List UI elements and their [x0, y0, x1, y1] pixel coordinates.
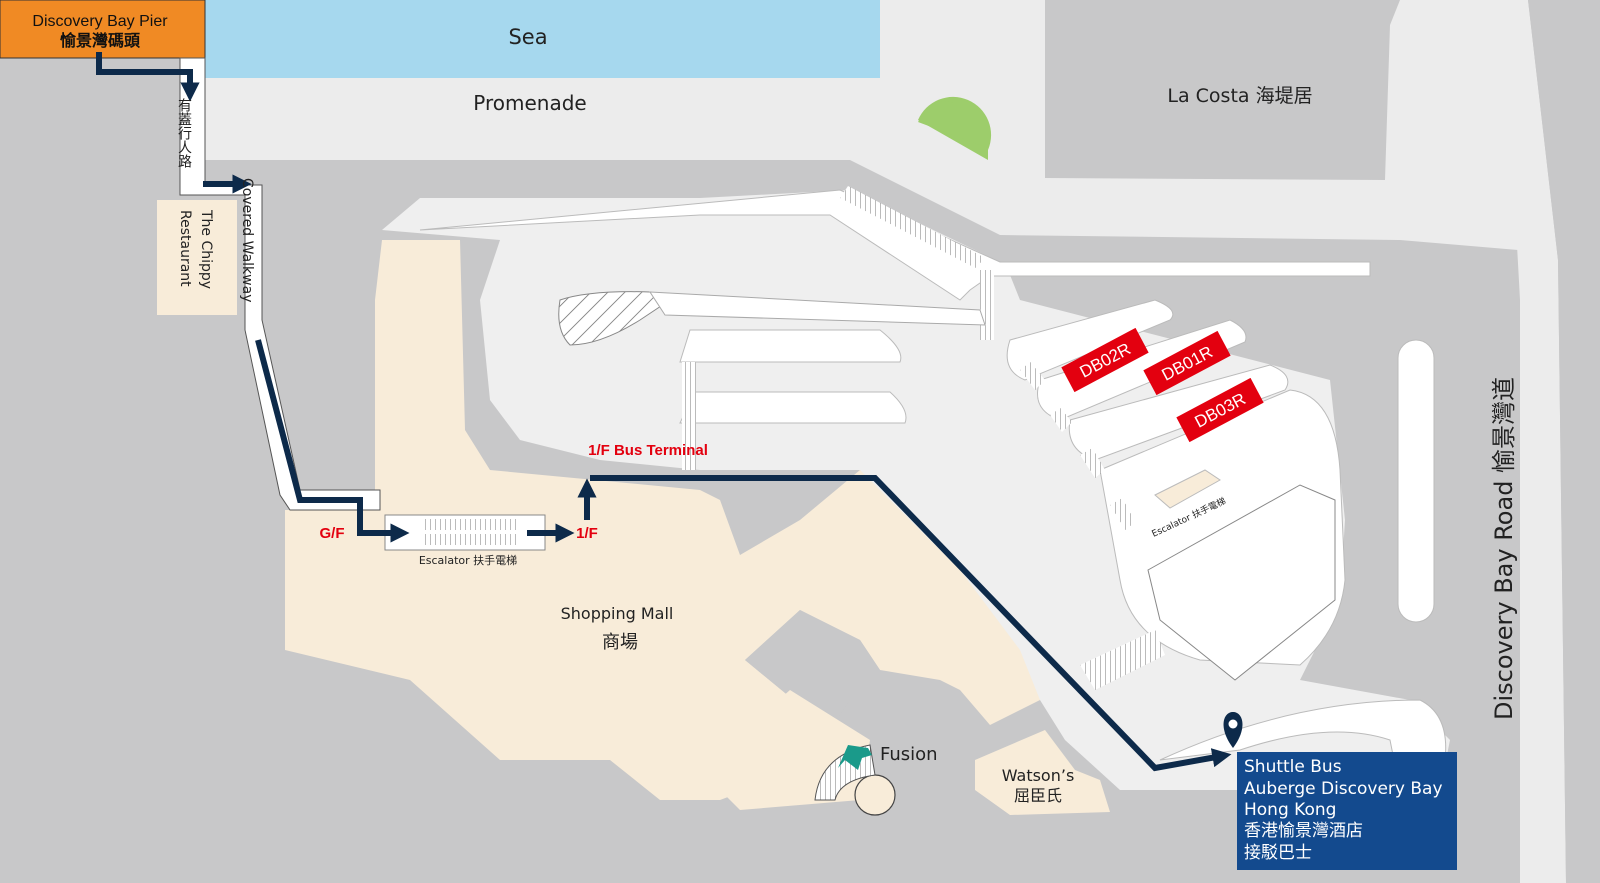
small-escalator-box — [1154, 469, 1221, 509]
stairs-bottom — [1080, 630, 1165, 690]
road-surface — [1528, 0, 1600, 883]
pier-label-en: Discovery Bay Pier — [32, 13, 168, 30]
walking-route — [96, 52, 1232, 772]
destination-line-2: Auberge Discovery Bay — [1244, 779, 1443, 799]
covered-walkway-en-label: Covered Walkway — [239, 178, 255, 302]
covered-walkway-zh-label: 有蓋行人路 — [176, 98, 192, 168]
bay-platform-1 — [1006, 299, 1174, 381]
gf-label: G/F — [320, 525, 345, 542]
road-label: Discovery Bay Road 愉景灣道 — [1490, 377, 1518, 720]
road-verge — [1498, 0, 1566, 883]
sea — [200, 0, 880, 78]
mall-label-en: Shopping Mall — [561, 604, 674, 623]
chippy-label-1: The Chippy — [198, 209, 214, 289]
route-arrow-6 — [590, 475, 1232, 772]
destination-text: Shuttle Bus Auberge Discovery Bay Hong K… — [1244, 757, 1443, 863]
road-island — [1397, 339, 1435, 623]
bus-terminal-label: 1/F Bus Terminal — [588, 442, 708, 459]
map-pin-icon[interactable] — [1223, 712, 1243, 748]
la-costa-label: La Costa 海堤居 — [1167, 85, 1312, 107]
destination-line-1: Shuttle Bus — [1244, 757, 1342, 777]
chippy-restaurant-box — [157, 200, 237, 315]
fusion-label: Fusion — [880, 744, 938, 765]
arrow-icon — [838, 745, 872, 770]
spiral-stair — [854, 774, 896, 816]
sea-label: Sea — [508, 25, 547, 49]
destination-line-4: 香港愉景灣酒店 — [1244, 821, 1363, 841]
shopping-mall — [285, 240, 1040, 800]
bay-building — [1147, 484, 1336, 681]
watsons-label-en: Watson’s — [1002, 766, 1075, 785]
bus-island-2 — [679, 391, 907, 424]
deck-edge — [419, 189, 1371, 301]
stairs-mid — [980, 270, 994, 340]
road-curve — [1159, 699, 1447, 801]
chippy-label-2: Restaurant — [177, 210, 193, 287]
destination-line-3: Hong Kong — [1244, 800, 1336, 820]
destination-box — [1237, 752, 1457, 870]
stairs-top — [840, 186, 985, 268]
first-floor-label: 1/F — [576, 525, 598, 542]
watsons-label-zh: 屈臣氏 — [1014, 786, 1062, 805]
promenade-label: Promenade — [473, 91, 586, 115]
destination-line-5: 接駁巴士 — [1244, 843, 1312, 863]
route-arrow-3 — [255, 339, 410, 543]
route-arrow-1 — [96, 52, 200, 102]
stairs-islands — [682, 362, 696, 470]
mall-label-zh: 商場 — [602, 632, 638, 653]
pier-box — [0, 0, 206, 59]
watsons-shop — [975, 730, 1110, 815]
la-costa-building — [1045, 0, 1400, 180]
pier-label-zh: 愉景灣碼頭 — [59, 31, 141, 50]
bus-island-1 — [679, 329, 902, 363]
hatched-zone — [558, 291, 672, 346]
escalator-label: Escalator 扶手電梯 — [419, 553, 517, 567]
